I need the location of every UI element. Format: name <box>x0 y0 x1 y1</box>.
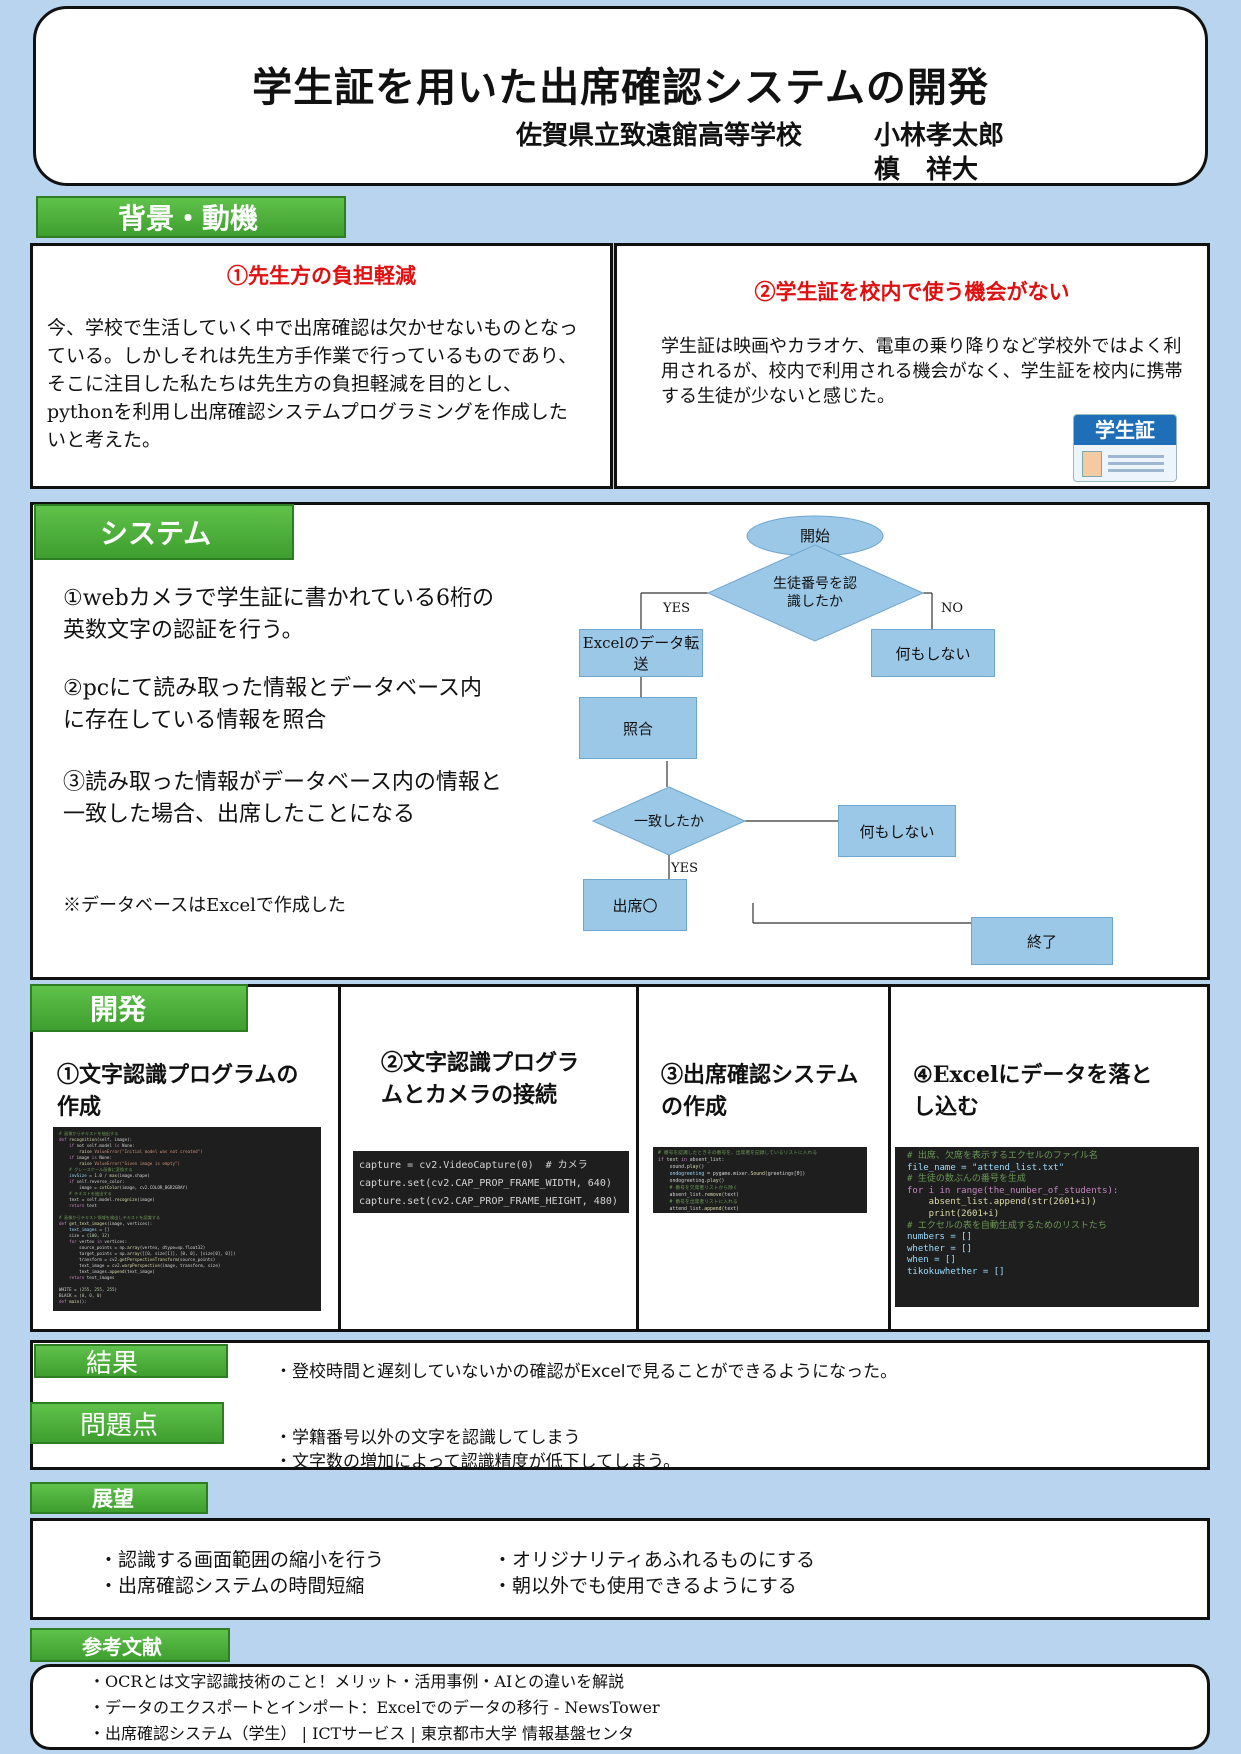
system-panel: ①webカメラで学生証に書かれている6桁の英数文字の認証を行う。 ②pcにて読み… <box>30 502 1210 980</box>
flow-attend: 出席〇 <box>583 879 687 931</box>
reference-item-3: ・出席確認システム（学生） | ICTサービス | 東京都市大学 情報基盤センタ <box>89 1724 634 1743</box>
dev-code-2-line-2: capture.set(cv2.CAP_PROP_FRAME_WIDTH, 64… <box>359 1178 612 1189</box>
tab-result: 結果 <box>34 1344 228 1379</box>
flow-start: 開始 <box>799 527 830 545</box>
flow-transfer: Excelのデータ転送 <box>579 629 703 677</box>
dev-code-3: # 番号を認識したときその番号を、出席者を記録しているリストに入れる if te… <box>653 1147 867 1213</box>
dev-code-4-line-13: tikokuwhether = [] <box>907 1266 1005 1277</box>
flow-nothing-2: 何もしない <box>838 805 956 857</box>
dev-code-4-line-1: # 出席、欠席を表示するエクセルのファイル名 <box>907 1151 1098 1161</box>
flow-decision1: 生徒番号を認識したか <box>773 576 857 610</box>
background-left-panel: ①先生方の負担軽減 今、学校で生活していく中で出席確認は欠かせないものとなってい… <box>30 243 613 489</box>
dev-code-2-line-1: capture = cv2.VideoCapture(0) # カメラ <box>359 1160 588 1171</box>
header-panel: 学生証を用いた出席確認システムの開発 佐賀県立致遠館高等学校 小林孝太郎 槙 祥… <box>33 6 1208 186</box>
dev-code-4-line-5: for i in range(the_number_of_students): <box>907 1185 1119 1196</box>
flow-end: 終了 <box>971 917 1113 965</box>
dev-col-1: ①文字認識プログラムの作成 # 画像からテキストを抽出する def recogn… <box>30 984 338 1332</box>
dev-col-3-heading: ③出席確認システムの作成 <box>661 1062 859 1120</box>
flow-decision2-shape <box>591 786 747 856</box>
problem-item-2: ・文字数の増加によって認識精度が低下してしまう。 <box>275 1452 681 1472</box>
system-point-3: ③読み取った情報がデータベース内の情報と一致した場合、出席したことになる <box>63 770 502 827</box>
tab-result-label: 結果 <box>86 1348 139 1379</box>
dev-code-2: capture = cv2.VideoCapture(0) # カメラ capt… <box>353 1151 629 1213</box>
author-1: 小林孝太郎 <box>874 121 1005 151</box>
author-2: 槙 祥大 <box>874 155 979 185</box>
tab-references: 参考文献 <box>30 1628 230 1662</box>
dev-col-2: ②文字認識プログラムとカメラの接続 capture = cv2.VideoCap… <box>338 984 636 1332</box>
dev-code-4-line-11: whether = [] <box>907 1243 973 1254</box>
background-right-panel: ②学生証を校内で使う機会がない 学生証は映画やカラオケ、電車の乗り降りなど学校外… <box>614 243 1210 489</box>
dev-code-2-line-3: capture.set(cv2.CAP_PROP_FRAME_HEIGHT, 4… <box>359 1196 618 1207</box>
outlook-left-1: ・認識する画面範囲の縮小を行う <box>99 1549 385 1571</box>
dev-code-4-line-6: absent_list.append(str(2601+i)) <box>907 1197 1097 1208</box>
flow-yes-1: YES <box>663 601 690 616</box>
dev-code-1: # 画像からテキストを抽出する def recognition(self, im… <box>53 1127 321 1311</box>
system-point-2: ②pcにて読み取った情報とデータベース内に存在している情報を照合 <box>63 676 483 733</box>
dev-col-2-heading: ②文字認識プログラムとカメラの接続 <box>381 1050 580 1108</box>
dev-code-4-line-12: when = [] <box>907 1255 956 1266</box>
tab-outlook: 展望 <box>30 1482 208 1514</box>
dev-code-4-line-10: numbers = [] <box>907 1232 973 1243</box>
outlook-left-2: ・出席確認システムの時間短縮 <box>99 1575 365 1597</box>
student-photo-icon <box>1082 451 1102 477</box>
outlook-right-2: ・朝以外でも使用できるようにする <box>493 1575 797 1597</box>
poster-title: 学生証を用いた出席確認システムの開発 <box>252 65 989 111</box>
dev-col-4: ④Excelにデータを落とし込む # 出席、欠席を表示するエクセルのファイル名 … <box>888 984 1210 1332</box>
system-note: ※データベースはExcelで作成した <box>63 895 346 916</box>
tab-development: 開発 <box>30 984 248 1032</box>
flowchart-connectors <box>591 515 971 924</box>
dev-code-4-line-4: # 生徒の数ぶんの番号を生成 <box>907 1174 1026 1185</box>
school-name: 佐賀県立致遠館高等学校 <box>516 121 803 151</box>
dev-code-4-line-9: # エクセルの表を自動生成するためのリストたち <box>907 1220 1107 1231</box>
problem-item-1: ・学籍番号以外の文字を認識してしまう <box>275 1428 581 1448</box>
dev-code-4: # 出席、欠席を表示するエクセルのファイル名 file_name = "atte… <box>895 1147 1199 1307</box>
result-panel: ・登校時間と遅刻していないかの確認がExcelで見ることができるようになった。 … <box>30 1340 1210 1472</box>
flow-yes-2: YES <box>671 861 698 876</box>
tab-development-label: 開発 <box>90 993 147 1026</box>
system-point-1: ①webカメラで学生証に書かれている6桁の英数文字の認証を行う。 <box>63 586 494 643</box>
tab-references-label: 参考文献 <box>82 1634 162 1659</box>
reference-item-1: ・OCRとは文字認識技術のこと！メリット・活用事例・AIとの違いを解説 <box>89 1672 625 1691</box>
reference-item-2: ・データのエクスポートとインポート：Excelでのデータの移行 - NewsTo… <box>89 1698 660 1717</box>
student-card-label: 学生証 <box>1074 415 1176 445</box>
tab-problems: 問題点 <box>30 1402 224 1444</box>
dev-code-4-line-7: print(2601+i) <box>907 1208 1000 1219</box>
outlook-right-1: ・オリジナリティあふれるものにする <box>493 1549 816 1571</box>
flow-decision1-shape <box>706 544 925 642</box>
result-text: ・登校時間と遅刻していないかの確認がExcelで見ることができるようになった。 <box>275 1362 898 1382</box>
dev-col-1-heading: ①文字認識プログラムの作成 <box>57 1062 299 1120</box>
flow-no-1: NO <box>941 601 964 616</box>
tab-system-label: システム <box>100 517 212 550</box>
tab-outlook-label: 展望 <box>92 1487 134 1511</box>
flow-check: 照合 <box>579 697 697 759</box>
tab-system: システム <box>34 504 294 560</box>
background-right-text: 学生証は映画やカラオケ、電車の乗り降りなど学校外ではよく利用されるが、校内で利用… <box>661 336 1183 407</box>
student-card-illustration: 学生証 <box>1073 414 1177 482</box>
dev-code-4-line-2: file_name = "attend_list.txt" <box>907 1162 1065 1173</box>
background-left-heading: ①先生方の負担軽減 <box>227 263 416 288</box>
background-right-heading: ②学生証を校内で使う機会がない <box>754 279 1070 304</box>
card-lines-icon <box>1108 455 1164 473</box>
flow-decision2: 一致したか <box>634 814 704 830</box>
dev-col-4-heading: ④Excelにデータを落とし込む <box>913 1062 1153 1120</box>
tab-background-label: 背景・動機 <box>118 202 259 235</box>
dev-col-3: ③出席確認システムの作成 # 番号を認識したときその番号を、出席者を記録している… <box>636 984 888 1332</box>
background-left-text: 今、学校で生活していく中で出席確認は欠かせないものとなっている。しかしそれは先生… <box>47 317 578 451</box>
tab-background: 背景・動機 <box>36 196 346 238</box>
flow-nothing-1: 何もしない <box>871 629 995 677</box>
tab-problems-label: 問題点 <box>80 1410 159 1441</box>
outlook-panel: ・認識する画面範囲の縮小を行う ・出席確認システムの時間短縮 ・オリジナリティあ… <box>30 1518 1210 1620</box>
references-panel: ・OCRとは文字認識技術のこと！メリット・活用事例・AIとの違いを解説 ・データ… <box>30 1664 1210 1750</box>
